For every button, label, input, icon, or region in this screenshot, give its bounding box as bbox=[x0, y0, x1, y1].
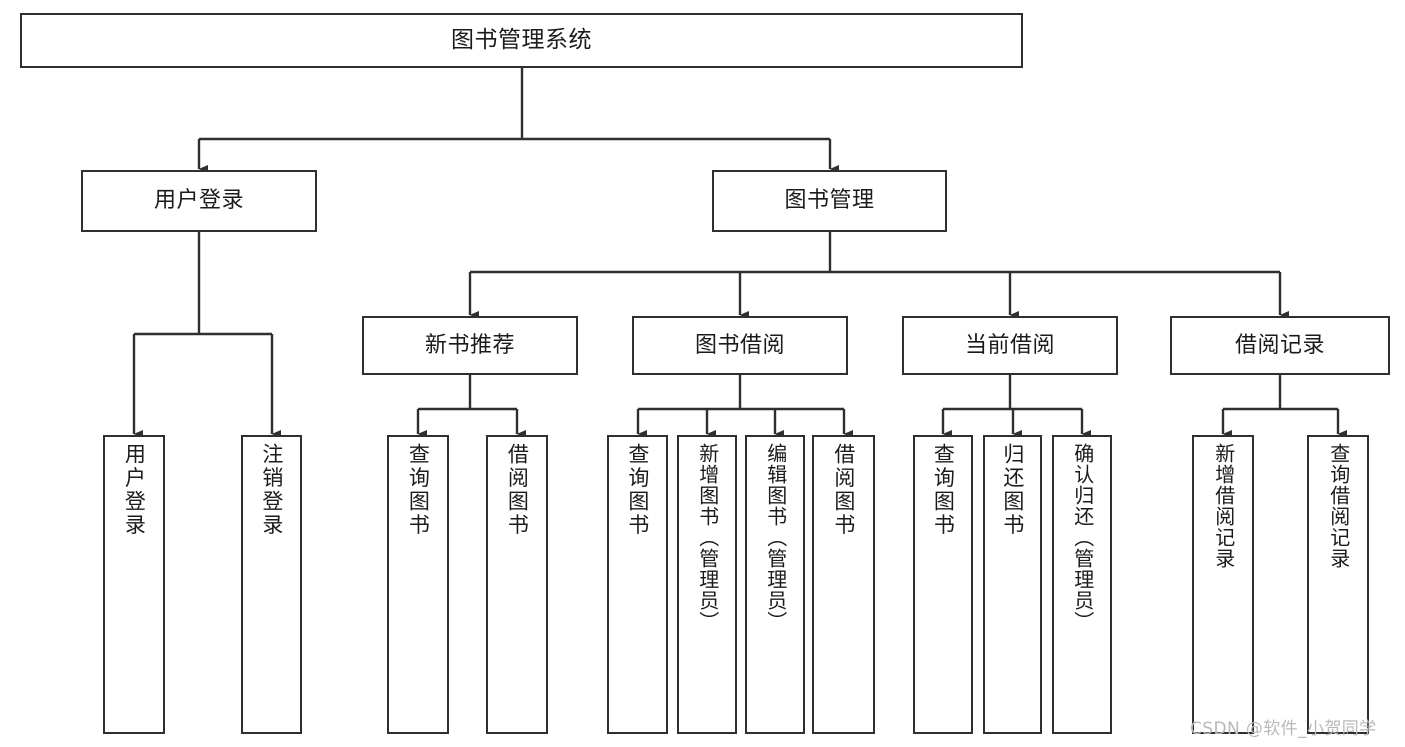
node-leaf-edit-book[interactable]: 编辑图书（管理员） bbox=[745, 435, 805, 734]
node-book-manage[interactable]: 图书管理 bbox=[712, 170, 947, 232]
node-label: 用户登录 bbox=[122, 443, 147, 537]
node-book-borrow[interactable]: 图书借阅 bbox=[632, 316, 848, 375]
node-label: 查询图书 bbox=[931, 443, 956, 537]
node-label: 借阅图书 bbox=[831, 443, 856, 537]
node-label: 借阅图书 bbox=[505, 443, 530, 537]
node-label: 查询借阅记录 bbox=[1326, 443, 1351, 569]
node-label: 编辑图书（管理员） bbox=[763, 443, 788, 632]
node-label: 新书推荐 bbox=[424, 332, 515, 358]
node-label: 确认归还（管理员） bbox=[1070, 443, 1095, 632]
node-label: 新增图书（管理员） bbox=[695, 443, 720, 632]
node-label: 图书管理 bbox=[784, 188, 875, 214]
node-user-login[interactable]: 用户登录 bbox=[81, 170, 317, 232]
node-leaf-query-book-3[interactable]: 查询图书 bbox=[913, 435, 973, 734]
node-leaf-confirm-return[interactable]: 确认归还（管理员） bbox=[1052, 435, 1112, 734]
node-leaf-query-record[interactable]: 查询借阅记录 bbox=[1307, 435, 1369, 734]
node-root[interactable]: 图书管理系统 bbox=[20, 13, 1023, 68]
node-label: 借阅记录 bbox=[1234, 332, 1325, 358]
node-leaf-add-book[interactable]: 新增图书（管理员） bbox=[677, 435, 737, 734]
node-label: 当前借阅 bbox=[964, 332, 1055, 358]
node-label: 归还图书 bbox=[1000, 443, 1025, 537]
node-label: 图书管理系统 bbox=[451, 26, 592, 53]
node-current-borrow[interactable]: 当前借阅 bbox=[902, 316, 1118, 375]
node-borrow-record[interactable]: 借阅记录 bbox=[1170, 316, 1390, 375]
node-leaf-borrow-book-2[interactable]: 借阅图书 bbox=[812, 435, 875, 734]
node-leaf-query-book-1[interactable]: 查询图书 bbox=[387, 435, 449, 734]
node-leaf-user-login[interactable]: 用户登录 bbox=[103, 435, 165, 734]
node-label: 查询图书 bbox=[625, 443, 650, 537]
node-label: 查询图书 bbox=[406, 443, 431, 537]
node-label: 注销登录 bbox=[259, 443, 284, 537]
node-leaf-borrow-book-1[interactable]: 借阅图书 bbox=[486, 435, 548, 734]
node-leaf-add-record[interactable]: 新增借阅记录 bbox=[1192, 435, 1254, 734]
node-new-book-rec[interactable]: 新书推荐 bbox=[362, 316, 578, 375]
node-label: 用户登录 bbox=[153, 188, 244, 214]
node-label: 新增借阅记录 bbox=[1211, 443, 1236, 569]
node-leaf-return-book[interactable]: 归还图书 bbox=[983, 435, 1042, 734]
node-leaf-user-logout[interactable]: 注销登录 bbox=[241, 435, 302, 734]
node-label: 图书借阅 bbox=[694, 332, 785, 358]
node-leaf-query-book-2[interactable]: 查询图书 bbox=[607, 435, 668, 734]
